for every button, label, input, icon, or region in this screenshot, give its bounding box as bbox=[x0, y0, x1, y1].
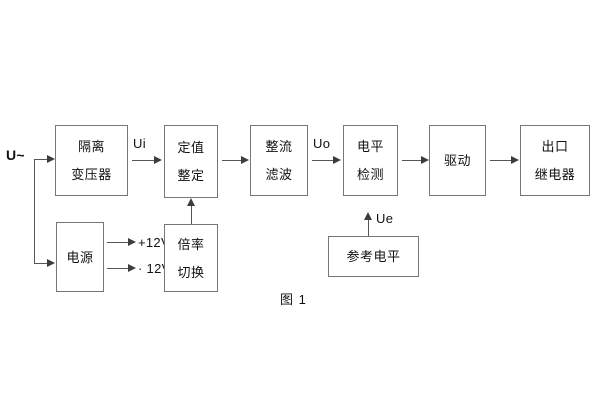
arrowhead-into-output-relay bbox=[511, 156, 519, 164]
block-output-relay-line-1: 出口 bbox=[541, 139, 569, 154]
arrowhead-rail-positive bbox=[128, 238, 136, 246]
block-rectify-filter[interactable]: 整流 滤波 bbox=[250, 125, 308, 196]
block-setpoint-adjust[interactable]: 定值 整定 bbox=[164, 125, 218, 198]
rail-label-negative: · 12V bbox=[138, 261, 171, 276]
block-isolation-transformer[interactable]: 隔离 变压器 bbox=[55, 125, 128, 196]
wire-level-detect-to-driver bbox=[402, 160, 422, 161]
wire-setpoint-to-rectify bbox=[222, 160, 242, 161]
block-multiplier-switch[interactable]: 倍率 切换 bbox=[164, 224, 218, 292]
wire-rectify-to-level-detect bbox=[312, 160, 334, 161]
block-multiplier-switch-line-2: 切换 bbox=[177, 264, 205, 280]
arrowhead-into-driver bbox=[421, 156, 429, 164]
wire-isolation-to-setpoint bbox=[132, 160, 155, 161]
block-driver[interactable]: 驱动 bbox=[429, 125, 486, 196]
wire-source-bus-vertical bbox=[34, 159, 35, 263]
block-reference-level[interactable]: 参考电平 bbox=[328, 236, 419, 277]
arrowhead-into-setpoint-from-multiplier bbox=[187, 198, 195, 206]
arrowhead-into-power-supply bbox=[47, 259, 55, 267]
block-driver-line-1: 驱动 bbox=[443, 153, 471, 168]
wire-bus-to-power-supply bbox=[34, 263, 48, 264]
rail-label-positive: +12V bbox=[138, 235, 170, 250]
block-setpoint-adjust-line-1: 定值 bbox=[177, 140, 205, 155]
block-power-supply-line-1: 电源 bbox=[66, 249, 94, 265]
block-setpoint-adjust-line-2: 整定 bbox=[177, 168, 205, 183]
block-output-relay[interactable]: 出口 继电器 bbox=[520, 125, 590, 196]
block-level-detect[interactable]: 电平 检测 bbox=[343, 125, 398, 196]
wire-rail-negative bbox=[107, 268, 129, 269]
arrowhead-into-isolation-transformer bbox=[47, 155, 55, 163]
wire-rail-positive bbox=[107, 242, 129, 243]
block-power-supply[interactable]: 电源 bbox=[56, 222, 104, 292]
block-level-detect-line-2: 检测 bbox=[356, 167, 384, 182]
wire-reference-to-level-detect bbox=[368, 220, 369, 236]
block-rectify-filter-line-2: 滤波 bbox=[265, 167, 293, 182]
arrowhead-rail-negative bbox=[128, 264, 136, 272]
arrowhead-into-level-detect bbox=[333, 156, 341, 164]
wire-multiplier-to-setpoint bbox=[191, 206, 192, 224]
wire-driver-to-output-relay bbox=[490, 160, 512, 161]
arrowhead-into-level-detect-from-reference bbox=[364, 212, 372, 220]
arrowhead-into-rectify-filter bbox=[241, 156, 249, 164]
block-rectify-filter-line-1: 整流 bbox=[265, 139, 293, 154]
arrowhead-into-setpoint-adjust bbox=[154, 156, 162, 164]
wire-source-to-bus-top bbox=[34, 159, 48, 160]
block-multiplier-switch-line-1: 倍率 bbox=[177, 236, 205, 252]
signal-label-ui: Ui bbox=[133, 136, 146, 151]
block-isolation-transformer-line-2: 变压器 bbox=[71, 167, 112, 182]
block-output-relay-line-2: 继电器 bbox=[534, 167, 576, 182]
figure-caption: 图 1 bbox=[280, 292, 307, 307]
block-level-detect-line-1: 电平 bbox=[356, 139, 384, 154]
signal-label-ue: Ue bbox=[376, 211, 394, 226]
block-reference-level-line-1: 参考电平 bbox=[346, 249, 401, 264]
block-isolation-transformer-line-1: 隔离 bbox=[77, 139, 105, 154]
signal-label-uo: Uo bbox=[313, 136, 331, 151]
source-label-u-ac: U~ bbox=[6, 147, 25, 163]
